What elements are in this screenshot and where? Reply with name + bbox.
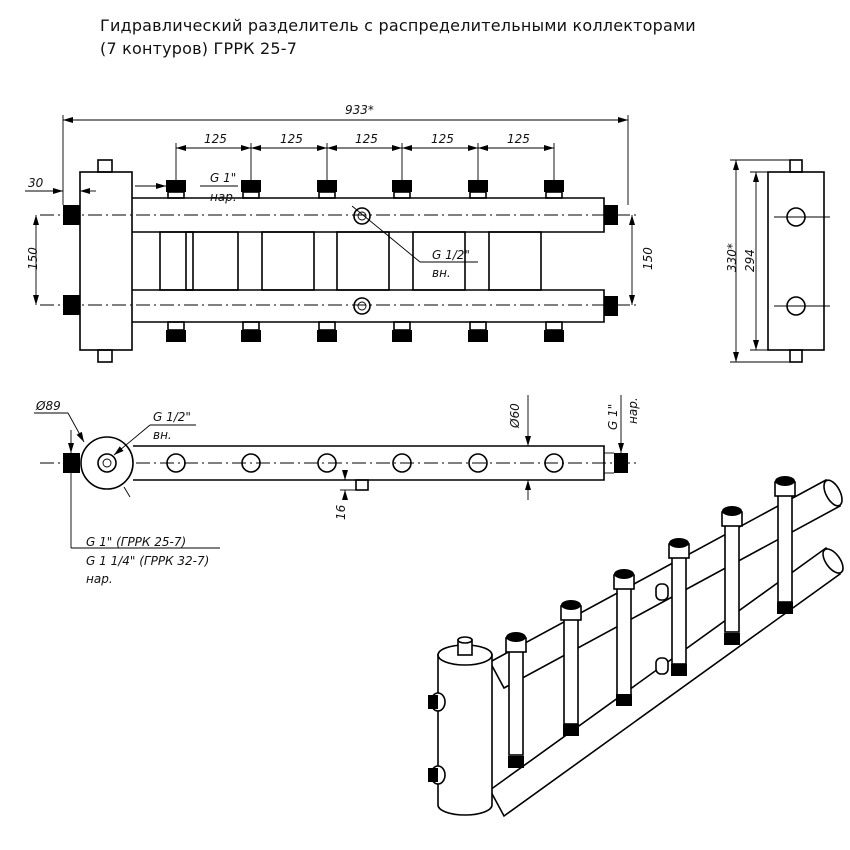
drawing-title: Гидравлический разделитель с распределит… [100,14,696,60]
dim-left-offset: 30 [28,176,44,190]
side-view: 330* 294 [725,159,830,363]
label-top-sensor-thread: G 1/2" [153,410,191,424]
label-sensor-thread: G 1/2" [432,248,470,262]
dim-body-diameter: Ø89 [35,399,61,413]
label-top-sensor-thread-type: вн. [153,428,172,442]
dim-height-right: 150 [641,247,655,270]
dim-inner-height: 294 [743,249,757,272]
dim-spacing-3: 125 [355,132,378,146]
label-end-thread-type: нар. [626,397,640,424]
dim-overall-height: 330* [725,243,739,272]
title-line-2: (7 контуров) ГРРК 25-7 [100,39,298,58]
label-end-thread: G 1" [606,404,620,430]
dim-spacing-1: 125 [204,132,227,146]
label-connection-type: нар. [86,572,113,586]
lower-header [132,289,605,323]
top-view: 16 Ø89 G 1/2" вн. Ø60 G 1" нар. G 1" (ГР… [34,395,640,586]
separator-body [79,171,133,351]
front-view: 933* 125 125 125 125 125 30 150 150 G 1"… [25,103,655,363]
label-outlet-thread-type: нар. [210,190,237,204]
dim-bottom-offset: 16 [334,504,348,520]
dim-header-diameter: Ø60 [508,403,522,429]
dim-height-left: 150 [26,247,40,270]
label-sensor-thread-type: вн. [432,266,451,280]
top-outlets [166,180,564,199]
label-connection-line-1: G 1" (ГРРК 25-7) [86,535,186,549]
dim-spacing-5: 125 [507,132,530,146]
dim-overall-length: 933* [345,103,374,117]
label-outlet-thread: G 1" [210,171,236,185]
title-line-1: Гидравлический разделитель с распределит… [100,16,696,35]
bottom-outlets [166,321,564,342]
isometric-view [428,476,844,818]
right-port-lower [604,296,618,316]
label-connection-line-2: G 1 1/4" (ГРРК 32-7) [86,554,209,568]
dim-spacing-2: 125 [280,132,303,146]
separator-top-plug [97,159,113,173]
dim-spacing-4: 125 [431,132,454,146]
separator-bottom-plug [97,349,113,363]
